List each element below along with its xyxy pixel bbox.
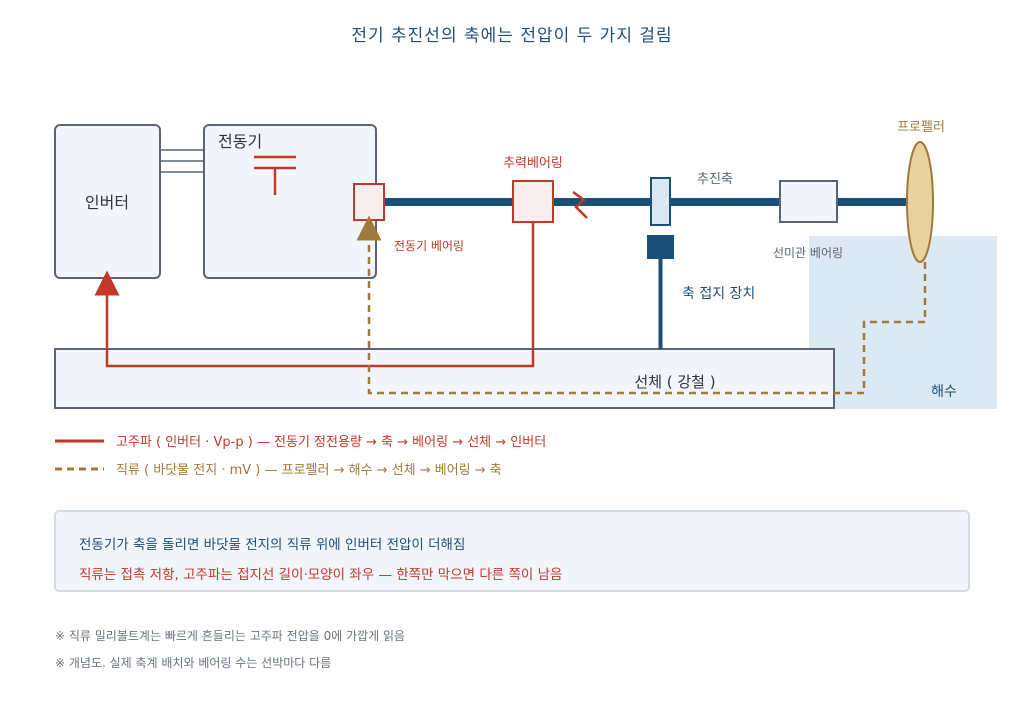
propulsion-shaft-label: 추진축 bbox=[697, 172, 733, 187]
note-2: ※ 개념도. 실제 축계 배치와 베어링 수는 선박마다 다름 bbox=[55, 656, 331, 670]
shaft-grounding-label: 축 접지 장치 bbox=[682, 286, 755, 302]
grounding-block bbox=[647, 235, 674, 259]
capacitance-icon bbox=[254, 155, 296, 195]
stern-tube-bearing-label: 선미관 베어링 bbox=[773, 246, 843, 260]
stern-tube-bearing bbox=[779, 180, 838, 223]
thrust-bearing-label: 추력베어링 bbox=[503, 156, 563, 171]
info-line-1: 전동기가 축을 돌리면 바닷물 전지의 직류 위에 인버터 전압이 더해짐 bbox=[79, 537, 465, 553]
note-1: ※ 직류 밀리볼트계는 빠르게 흔들리는 고주파 전압을 0에 가깝게 읽음 bbox=[55, 629, 405, 643]
info-box bbox=[54, 510, 970, 592]
inverter-label: 인버터 bbox=[85, 193, 129, 212]
thrust-bearing bbox=[512, 180, 554, 223]
grounding-brush bbox=[650, 177, 671, 226]
discharge-zigzag-icon bbox=[572, 190, 588, 219]
hull-box bbox=[54, 348, 835, 409]
motor-label: 전동기 bbox=[218, 132, 262, 151]
motor-bearing bbox=[353, 183, 385, 221]
legend-dc-text: 직류 ( 바닷물 전지 · mV ) — 프로펠러 → 해수 → 선체 → 베어… bbox=[116, 463, 502, 478]
motor-bearing-label: 전동기 베어링 bbox=[394, 239, 464, 253]
propeller bbox=[906, 141, 934, 263]
page-title: 전기 추진선의 축에는 전압이 두 가지 걸림 bbox=[351, 26, 672, 46]
info-line-2: 직류는 접촉 저항, 고주파는 접지선 길이·모양이 좌우 — 한쪽만 막으면 … bbox=[79, 567, 562, 583]
legend-hf-text: 고주파 ( 인버터 · Vp-p ) — 전동기 정전용량 → 축 → 베어링 … bbox=[116, 435, 546, 450]
hf-current-path bbox=[94, 222, 535, 368]
seawater-label: 해수 bbox=[931, 384, 957, 400]
propeller-label: 프로펠러 bbox=[897, 120, 945, 135]
seawater-region bbox=[809, 236, 997, 409]
power-cables bbox=[160, 149, 204, 173]
dc-current-path bbox=[356, 215, 927, 395]
hull-label: 선체 ( 강철 ) bbox=[634, 373, 715, 391]
